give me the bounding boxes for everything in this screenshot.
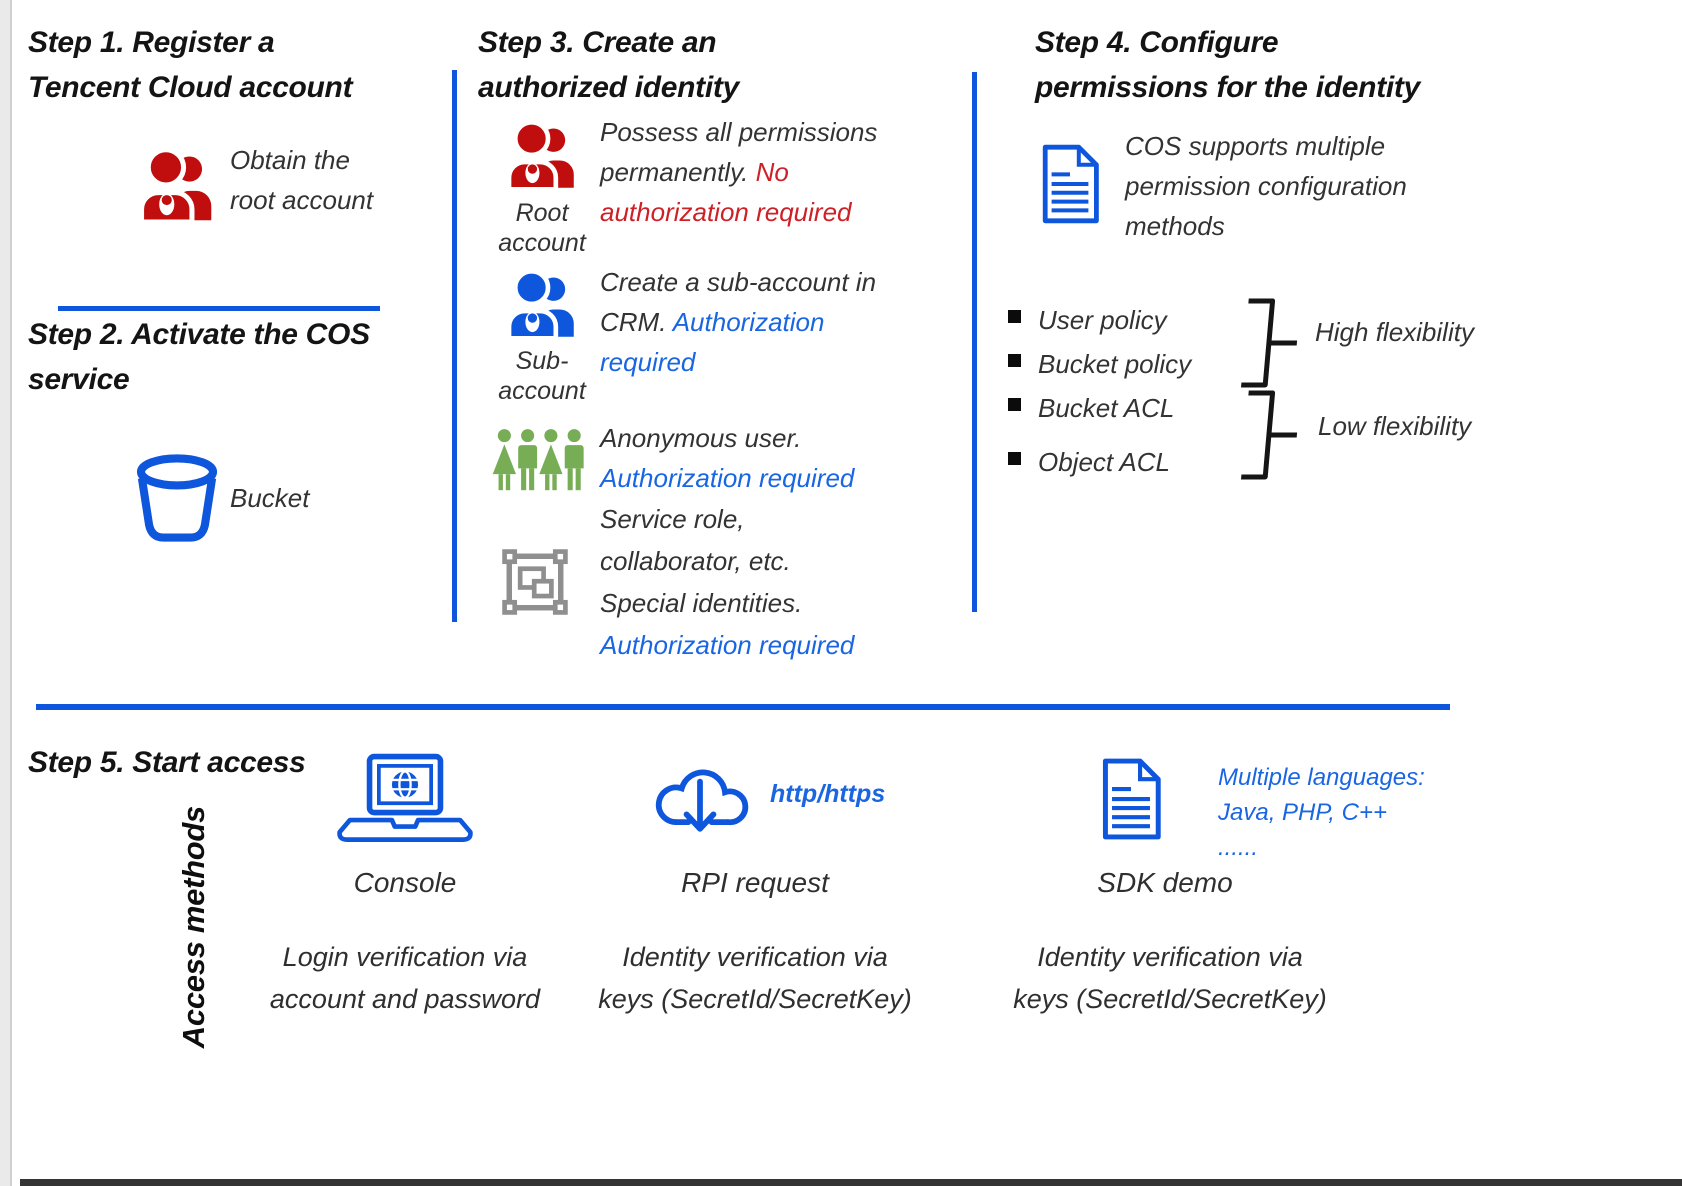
sdk-languages-note: Multiple languages: Java, PHP, C++ .....…	[1218, 760, 1518, 865]
bullet-item-user-policy: User policy	[1008, 300, 1167, 340]
document-icon	[1038, 140, 1102, 228]
http-https-tag: http/https	[770, 780, 886, 808]
column-divider-1	[452, 70, 457, 622]
bullet-label: User policy	[1038, 305, 1167, 335]
window-edge-left	[0, 0, 12, 1186]
column-divider-2	[972, 72, 977, 612]
title-line: Step 3. Create an	[478, 26, 717, 59]
low-flexibility-bracket	[1238, 388, 1302, 482]
special-identity-text: Service role, collaborator, etc. Special…	[600, 498, 940, 666]
bullet-square	[1008, 310, 1021, 323]
anonymous-users-icon	[492, 420, 588, 508]
axis-label: Access methods	[176, 805, 211, 1049]
sub-account-text: Create a sub-account in CRM. Authorizati…	[600, 262, 930, 382]
text-segment: No	[755, 157, 789, 187]
title-line: Step 1. Register a	[28, 26, 275, 59]
text-line: keys (SecretId/SecretKey)	[598, 984, 912, 1014]
text-line: root account	[230, 185, 374, 215]
api-request-desc: Identity verification via keys (SecretId…	[565, 936, 945, 1020]
title-line: authorized identity	[478, 71, 739, 104]
access-methods-axis: Access methods	[168, 772, 220, 1082]
text-line: permission configuration	[1125, 171, 1407, 201]
title-line: Step 4. Configure	[1035, 26, 1279, 59]
title-line: Tencent Cloud account	[28, 71, 353, 104]
text-line: Create a sub-account in	[600, 267, 877, 297]
high-flexibility-label: High flexibility	[1315, 317, 1474, 347]
bullet-item-bucket-policy: Bucket policy	[1008, 344, 1191, 384]
text-line: Authorization required	[600, 463, 855, 493]
anonymous-user-text: Anonymous user. Authorization required	[600, 418, 930, 498]
text-line: methods	[1125, 211, 1225, 241]
step2-divider	[58, 306, 380, 311]
step3-title: Step 3. Create an authorized identity	[478, 20, 838, 110]
root-account-icon	[134, 140, 218, 230]
text-line: Identity verification via	[622, 942, 888, 972]
text-line: COS supports multiple	[1125, 131, 1386, 161]
text-line: account and password	[269, 984, 541, 1014]
window-edge-bottom	[20, 1179, 1682, 1186]
step2-title: Step 2. Activate the COS service	[28, 312, 428, 402]
bucket-icon	[132, 448, 222, 548]
text-line: Identity verification via	[1037, 942, 1303, 972]
step5-divider	[36, 704, 1450, 710]
bullet-label: Bucket ACL	[1038, 393, 1175, 423]
text-segment: Authorization	[672, 307, 825, 337]
text-line: Possess all permissions	[600, 117, 878, 147]
bullet-label: Bucket policy	[1038, 349, 1192, 379]
step4-caption: COS supports multiple permission configu…	[1125, 126, 1485, 246]
cloud-download-icon	[650, 750, 750, 848]
text-line: Login verification via	[282, 942, 528, 972]
title-line: service	[28, 363, 130, 396]
sdk-demo-name: SDK demo	[1097, 867, 1233, 898]
bullet-item-bucket-acl: Bucket ACL	[1008, 388, 1174, 428]
bullet-square	[1008, 354, 1021, 367]
text-line: ......	[1218, 834, 1259, 861]
text-line: Sub-	[515, 347, 569, 375]
text-line: Multiple languages:	[1218, 764, 1425, 791]
bullet-square	[1008, 398, 1021, 411]
text-line: Anonymous user.	[600, 423, 802, 453]
step1-title: Step 1. Register a Tencent Cloud account	[28, 20, 408, 110]
text-line: Special identities.	[600, 588, 803, 618]
bullet-label: Object ACL	[1038, 447, 1170, 477]
text-segment: permanently.	[600, 157, 749, 187]
console-icon	[335, 752, 475, 847]
text-line: Obtain the	[230, 145, 350, 175]
sdk-document-icon	[1098, 754, 1164, 844]
low-flexibility-label: Low flexibility	[1318, 411, 1472, 441]
text-line: account	[498, 229, 586, 257]
sdk-demo-desc: Identity verification via keys (SecretId…	[985, 936, 1355, 1020]
text-line: permanently. No	[600, 152, 930, 192]
text-line: collaborator, etc.	[600, 546, 791, 576]
title-line: Step 2. Activate the COS	[28, 318, 370, 351]
text-line: Root	[515, 199, 569, 227]
step2-caption: Bucket	[230, 483, 310, 513]
text-segment: CRM.	[600, 307, 667, 337]
text-line: authorization required	[600, 197, 852, 227]
console-name: Console	[353, 867, 457, 898]
step1-caption: Obtain the root account	[230, 140, 373, 220]
high-flexibility-bracket	[1238, 296, 1302, 390]
sub-account-label: Sub- account	[482, 346, 602, 406]
bullet-square	[1008, 452, 1021, 465]
special-identity-icon	[496, 542, 574, 622]
console-desc: Login verification via account and passw…	[215, 936, 595, 1020]
root-account-label: Root account	[482, 198, 602, 258]
text-line: Service role,	[600, 504, 745, 534]
bullet-item-object-acl: Object ACL	[1008, 442, 1170, 482]
root-account-icon	[502, 114, 580, 196]
title-line: permissions for the identity	[1035, 71, 1420, 104]
root-permission-text: Possess all permissions permanently. No …	[600, 112, 930, 232]
text-line: Java, PHP, C++	[1218, 799, 1387, 826]
text-line: required	[600, 347, 696, 377]
text-line: CRM. Authorization	[600, 302, 930, 342]
sub-account-icon	[502, 263, 580, 345]
text-line: account	[498, 377, 586, 405]
step4-title: Step 4. Configure permissions for the id…	[1035, 20, 1505, 110]
text-line: keys (SecretId/SecretKey)	[1013, 984, 1327, 1014]
step5-title: Step 5. Start access	[28, 746, 306, 779]
text-line: Authorization required	[600, 630, 855, 660]
api-request-name: RPI request	[681, 867, 829, 898]
